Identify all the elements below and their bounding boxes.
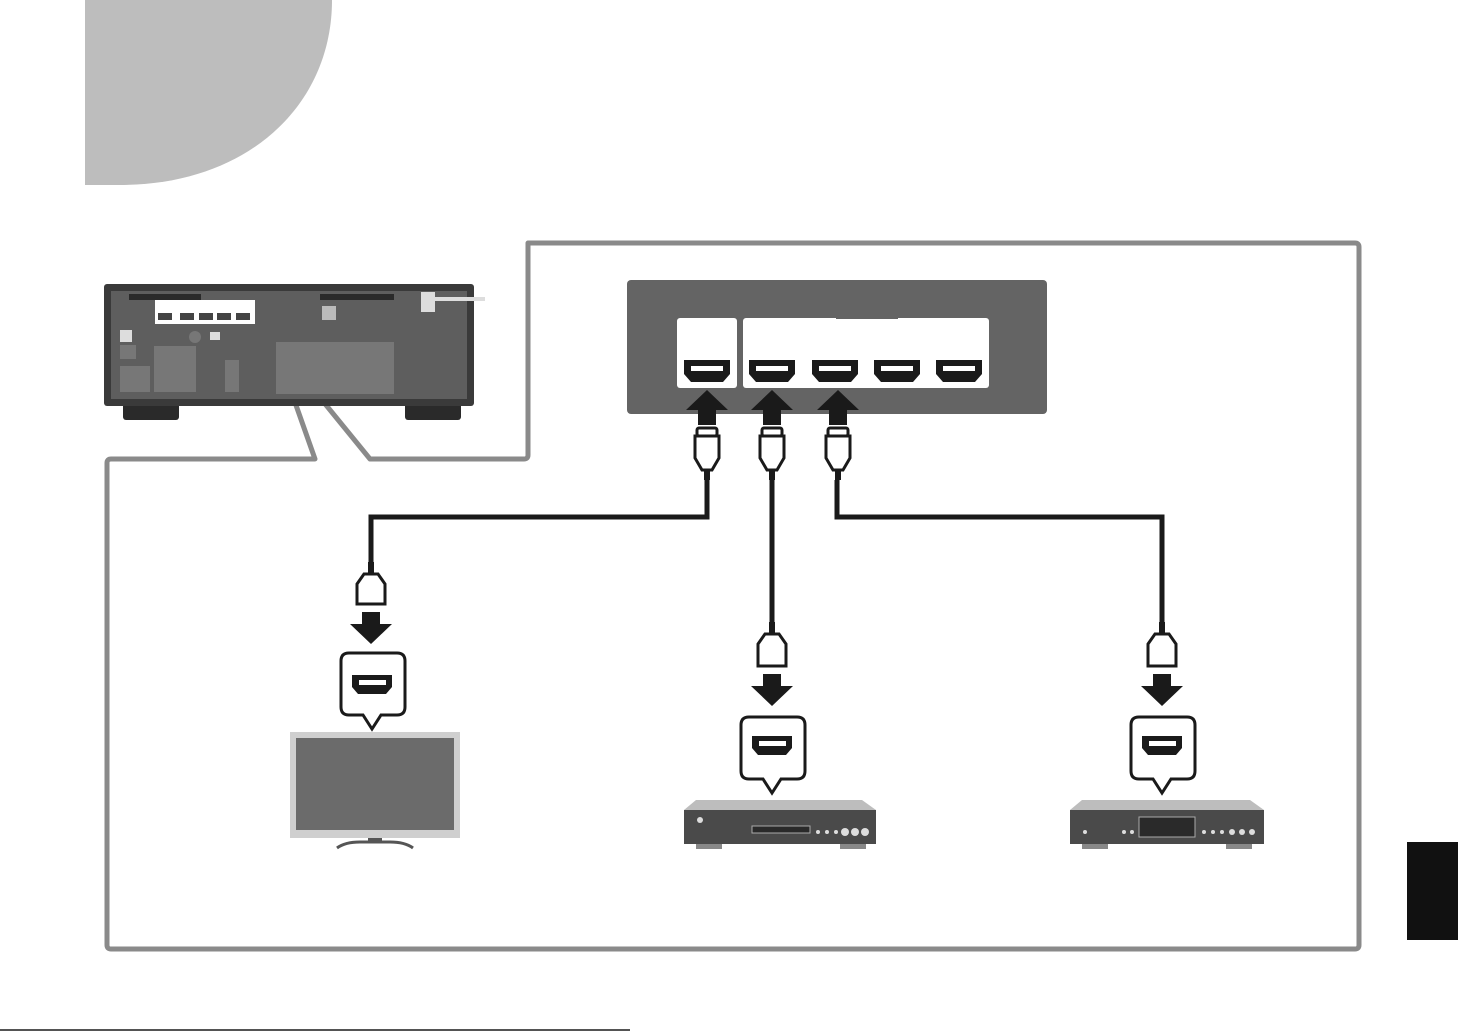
- player-2-hdmi-port-callout: [1131, 717, 1195, 793]
- chapter-tab: [85, 0, 332, 185]
- cable-player-2: [837, 480, 1162, 622]
- hdmi-port-in-1: [749, 360, 795, 382]
- hdmi-plug-icon: [357, 562, 385, 604]
- hdmi-port-out: [684, 360, 730, 382]
- hdmi-port-in-2: [812, 360, 858, 382]
- arrow-icon: [1141, 674, 1183, 706]
- tv-icon: [290, 732, 460, 848]
- arrow-icon: [350, 612, 392, 644]
- arrow-icon: [751, 674, 793, 706]
- hdmi-plug-icon: [1148, 622, 1176, 666]
- player-1-icon: [684, 800, 876, 849]
- hdmi-plug-icon: [758, 622, 786, 666]
- hdmi-port-in-3: [874, 360, 920, 382]
- hdmi-plug-icon: [695, 428, 719, 480]
- receiver-icon: [104, 284, 485, 420]
- player-1-hdmi-port-callout: [741, 717, 805, 793]
- cable-tv: [371, 480, 707, 562]
- hdmi-plug-icon: [760, 428, 784, 480]
- tv-hdmi-port-callout: [341, 653, 405, 729]
- hdmi-port-in-4: [936, 360, 982, 382]
- side-chapter-tab: [1407, 842, 1458, 940]
- player-2-icon: [1070, 800, 1264, 849]
- hdmi-plug-icon: [826, 428, 850, 480]
